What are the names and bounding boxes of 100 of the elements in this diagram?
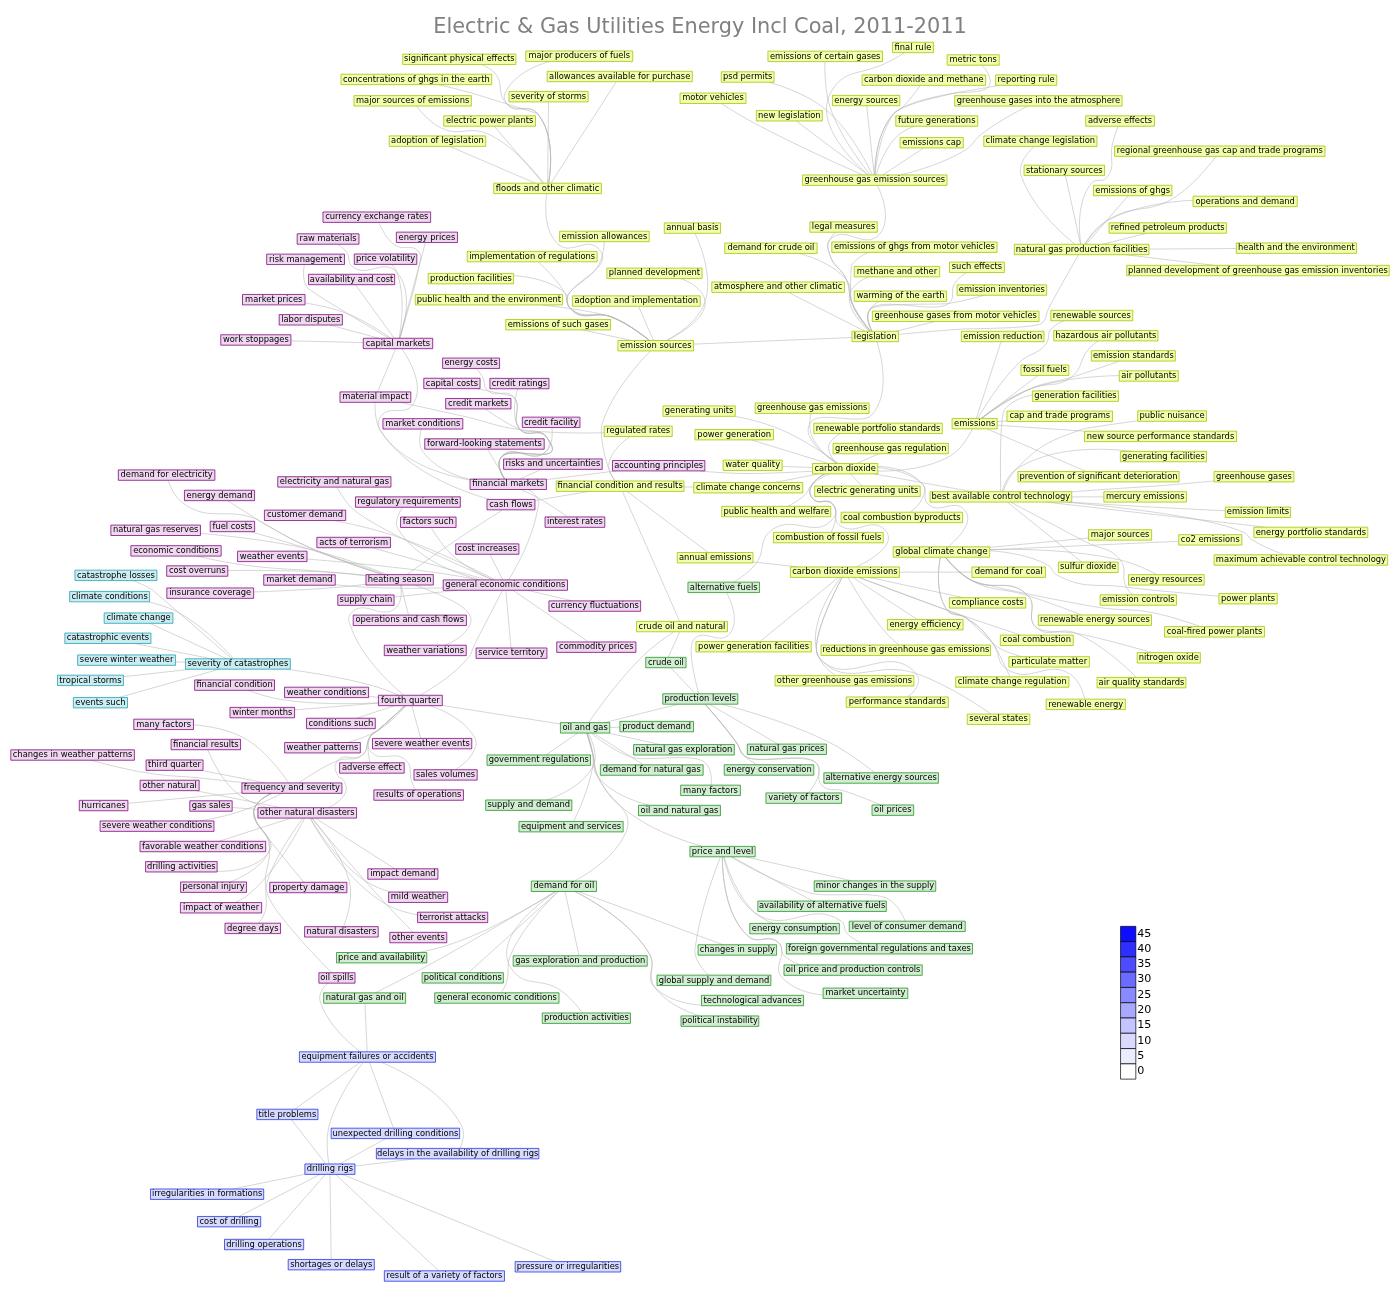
node-box: availability and cost	[308, 273, 396, 285]
node-box: global supply and demand	[656, 974, 772, 986]
node-box: results of operations	[373, 788, 464, 801]
connector	[1000, 394, 1033, 492]
connector	[348, 584, 404, 695]
connector	[247, 689, 379, 704]
connector	[550, 81, 617, 183]
connector	[356, 704, 395, 718]
node-box: greenhouse gas emission sources	[802, 174, 948, 186]
connector	[828, 432, 841, 464]
connector	[704, 703, 820, 793]
node-box: natural gas exploration	[633, 743, 735, 755]
connector	[1085, 194, 1129, 244]
node-box: annual basis	[663, 222, 721, 234]
node-box: economic conditions	[130, 544, 222, 556]
node-box: climate change regulation	[955, 675, 1070, 688]
connector	[309, 817, 418, 915]
legend-label: 35	[1137, 956, 1152, 970]
node-box: adoption and implementation	[572, 295, 701, 307]
connector	[997, 424, 1085, 431]
node-box: currency fluctuations	[548, 600, 641, 612]
node-box: energy demand	[184, 489, 255, 501]
connector	[416, 105, 544, 183]
connector	[391, 263, 403, 338]
connector	[989, 537, 1089, 548]
node-box: stationary sources	[1023, 164, 1105, 176]
node-box: best available control technology	[929, 490, 1073, 502]
node-box: demand for oil	[530, 880, 597, 892]
node-box: tropical storms	[57, 674, 124, 686]
node-box: prevention of significant deterioration	[1017, 470, 1180, 482]
connector	[573, 732, 594, 822]
connector	[1148, 247, 1237, 249]
node-box: motor vehicles	[679, 92, 747, 104]
node-box: legislation	[851, 330, 899, 342]
connector	[938, 556, 1085, 699]
connector	[622, 490, 680, 621]
node-box: energy efficiency	[887, 618, 964, 630]
node-box: fourth quarter	[378, 694, 443, 706]
node-box: production facilities	[427, 272, 514, 284]
connector	[468, 890, 559, 973]
connector	[431, 526, 493, 580]
node-box: floods and other climatic	[493, 182, 602, 194]
connector	[374, 401, 490, 500]
connector	[258, 817, 304, 923]
node-box: cost of drilling	[197, 1215, 262, 1227]
connector	[849, 276, 870, 331]
connector	[1065, 175, 1081, 244]
node-box-text: delays in the availability of drilling rigs	[376, 1147, 540, 1159]
node-box: coal-fired power plants	[1164, 625, 1265, 637]
node-box: severity of storms	[508, 90, 589, 102]
connector	[537, 261, 650, 341]
connector	[588, 631, 674, 723]
connector	[898, 254, 1079, 335]
connector	[148, 601, 234, 659]
legend-label: 15	[1137, 1017, 1152, 1031]
connector	[874, 84, 921, 175]
connector	[768, 81, 873, 175]
connector	[608, 732, 661, 745]
connector	[149, 622, 227, 659]
node-box: severe weather events	[372, 737, 473, 749]
node-box: hurricanes	[78, 799, 129, 811]
node-box: emissions	[951, 417, 998, 429]
legend-label: 0	[1137, 1063, 1145, 1077]
node-box: unexpected drilling conditions	[330, 1127, 460, 1139]
node-box: supply chain	[337, 594, 395, 606]
node-box: particulate matter	[1008, 655, 1090, 667]
node-box: maximum achievable control technology	[1213, 553, 1389, 566]
connector	[218, 817, 292, 842]
connector	[608, 435, 631, 481]
node-box: forward-looking statements	[424, 437, 545, 450]
connector	[858, 576, 1021, 635]
node-box: minor changes in the supply	[813, 880, 937, 892]
connector	[850, 473, 863, 486]
node-box: demand for crude oil	[724, 242, 818, 254]
node-box: mercury emissions	[1103, 490, 1187, 502]
connector	[364, 1002, 368, 1052]
connector	[976, 341, 1002, 419]
node-box: impact of weather	[180, 901, 263, 913]
node-box: frequency and severity	[241, 782, 343, 794]
node-box-text: availability of alternative fuels	[757, 900, 887, 912]
node-box: annual emissions	[676, 551, 754, 563]
connector	[666, 232, 708, 341]
node-box: service territory	[475, 647, 548, 659]
connector	[411, 705, 421, 739]
legend-label: 5	[1137, 1048, 1145, 1062]
node-box: air quality standards	[1096, 676, 1187, 688]
connector	[600, 350, 651, 481]
node-box: natural disasters	[304, 925, 379, 937]
connector	[369, 1061, 394, 1128]
connector	[368, 695, 379, 698]
node-box: financial markets	[469, 478, 547, 490]
node-box: production levels	[662, 692, 739, 705]
node-box-text: political instability	[680, 1015, 760, 1027]
node-box: changes in supply	[697, 943, 777, 956]
node-box: regulated rates	[603, 425, 673, 437]
connector	[730, 856, 906, 921]
connector	[227, 499, 383, 575]
connector	[977, 319, 1065, 418]
node-box: hazardous air pollutants	[1053, 329, 1159, 341]
connector	[867, 271, 967, 331]
